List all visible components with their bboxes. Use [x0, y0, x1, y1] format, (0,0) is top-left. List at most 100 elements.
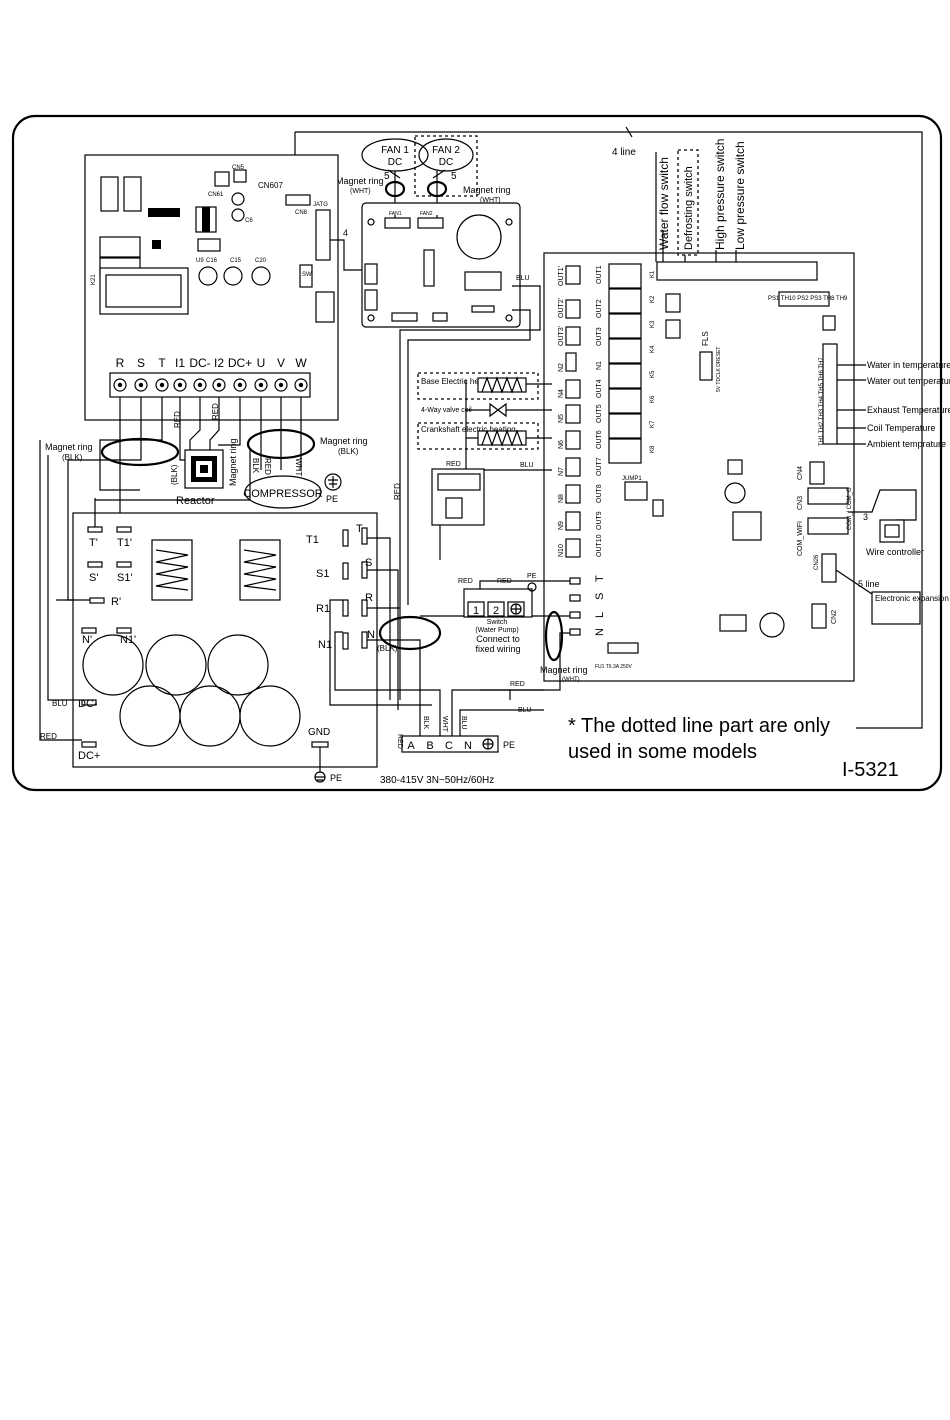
terminal-screw-dot-5 [216, 382, 222, 388]
terminal-screw-8 [274, 378, 288, 392]
svg-text:(BLK): (BLK) [338, 447, 359, 456]
magnet-ring-wht-left: Magnet ring [336, 176, 384, 186]
svg-text:fixed wiring: fixed wiring [475, 644, 520, 654]
svg-text:BLU: BLU [460, 716, 467, 730]
terminal-screw-dot-3 [177, 382, 183, 388]
svg-text:BLK: BLK [422, 716, 429, 730]
fan1: FAN 1 DC 5 [361, 138, 429, 215]
terminal-screw-dot-1 [138, 382, 144, 388]
svg-text:DC-: DC- [189, 356, 210, 370]
svg-text:N4: N4 [558, 389, 565, 398]
svg-text:Defrosting switch: Defrosting switch [683, 166, 695, 250]
terminal-screw-3 [173, 378, 187, 392]
svg-text:T1: T1 [306, 534, 319, 546]
temperature-sensors: Water in temperature Water out temperatu… [837, 360, 950, 449]
svg-text:Ambient temprature: Ambient temprature [867, 439, 946, 449]
svg-text:Switch: Switch [487, 619, 508, 626]
power-terminals: A B C N PE RED BLK WHT BLU 380-415V 3N~5… [380, 716, 515, 786]
svg-text:OUT1': OUT1' [558, 266, 565, 286]
svg-text:N9: N9 [558, 521, 565, 530]
svg-text:N: N [367, 629, 375, 641]
terminal-screw-0 [113, 378, 127, 392]
svg-text:N5: N5 [558, 414, 565, 423]
svg-text:K7: K7 [650, 420, 656, 428]
svg-text:COMPRESSOR: COMPRESSOR [243, 488, 323, 500]
svg-text:FAN1: FAN1 [389, 211, 402, 217]
svg-text:K1: K1 [650, 270, 656, 278]
svg-text:GND: GND [308, 727, 330, 738]
svg-text:(BLK): (BLK) [170, 464, 179, 485]
compressor: COMPRESSOR PE BLK WHT RED [243, 458, 342, 509]
magnet-ring-blk-right [246, 428, 316, 460]
svg-text:K6: K6 [650, 395, 656, 403]
svg-text:(WHT): (WHT) [350, 188, 371, 195]
svg-text:OUT6: OUT6 [596, 430, 603, 449]
svg-text:PE: PE [330, 773, 342, 783]
svg-text:JATG: JATG [313, 202, 328, 208]
svg-text:Crankshaft electric heating: Crankshaft electric heating [421, 425, 516, 434]
svg-text:Water flow switch: Water flow switch [657, 157, 671, 250]
fan-board: FAN1 FAN2 [361, 202, 521, 328]
reactor: (BLK) Reactor [170, 449, 224, 507]
svg-text:(Water Pump): (Water Pump) [475, 627, 518, 634]
svg-text:RED: RED [458, 578, 473, 585]
svg-text:A: A [407, 740, 415, 752]
svg-text:Electronic expansion valve: Electronic expansion valve [875, 594, 950, 603]
svg-text:CN4: CN4 [797, 466, 804, 480]
terminal-screw-1 [134, 378, 148, 392]
svg-text:BLU: BLU [52, 699, 68, 708]
terminal-screw-dot-2 [159, 382, 165, 388]
svg-text:T: T [594, 575, 606, 582]
svg-text:I2: I2 [214, 356, 224, 370]
terminal-screw-2 [155, 378, 169, 392]
svg-text:FU1 T6.3A 250V: FU1 T6.3A 250V [595, 664, 633, 670]
svg-text:OUT3': OUT3' [558, 326, 565, 346]
water-pump-switch: 1 2 RED RED PE Switch (Water Pump) Conne… [431, 468, 537, 654]
svg-text:S1': S1' [117, 572, 133, 584]
ps-labels: PS1 TH10 PS2 PS3 TH8 TH9 [768, 296, 848, 302]
crankshaft-heater: Crankshaft electric heating [417, 422, 552, 450]
svg-text:T1': T1' [117, 537, 132, 549]
svg-text:R: R [365, 592, 373, 604]
svg-text:PE: PE [503, 740, 515, 750]
svg-text:C6: C6 [245, 218, 253, 224]
svg-text:Coil Temperature: Coil Temperature [867, 423, 935, 433]
svg-text:S: S [137, 356, 145, 370]
svg-text:CN8: CN8 [295, 210, 308, 216]
svg-text:WHT: WHT [294, 458, 303, 476]
svg-text:K8: K8 [650, 445, 656, 453]
svg-text:RED: RED [446, 461, 461, 468]
terminal-screw-dot-7 [258, 382, 264, 388]
terminal-screw-dot-6 [237, 382, 243, 388]
svg-text:4: 4 [343, 228, 348, 238]
svg-text:U: U [257, 356, 266, 370]
svg-text:Magnet ring: Magnet ring [540, 665, 588, 675]
svg-text:COM_I COM_O: COM_I COM_O [847, 487, 853, 530]
svg-text:5: 5 [451, 171, 457, 182]
svg-text:I1: I1 [175, 356, 185, 370]
svg-text:S': S' [89, 572, 98, 584]
svg-text:N8: N8 [558, 494, 565, 503]
four-line-label: 4 line [612, 147, 636, 158]
svg-text:K3: K3 [650, 320, 656, 328]
svg-text:DC+: DC+ [78, 750, 100, 762]
svg-text:(WHT): (WHT) [480, 197, 501, 204]
inverter-terminals: R S T I1 DC- I2 DC+ U V W [116, 356, 308, 370]
svg-text:B: B [426, 740, 433, 752]
terminal-screw-dot-8 [278, 382, 284, 388]
svg-text:T': T' [89, 537, 98, 549]
svg-text:R1: R1 [316, 603, 330, 615]
svg-text:C20: C20 [255, 258, 267, 264]
svg-text:FAN 2: FAN 2 [432, 145, 460, 156]
main-board-out-labels: OUT1' OUT1 OUT2' OUT2 OUT3' OUT3 N1 N2 N… [558, 265, 603, 557]
magnet-ring-wht-right: Magnet ring [463, 185, 511, 195]
th-labels: TH1 TH2 TH3 TH4 TH5 TH6 TH7 [819, 357, 825, 446]
svg-text:PE: PE [326, 494, 338, 504]
svg-text:RED: RED [396, 734, 403, 749]
wire-controller: 3 Wire controller [848, 489, 924, 557]
base-electric-heater: Base Electric heater [417, 372, 552, 400]
svg-text:U9: U9 [196, 258, 204, 264]
svg-text:N10: N10 [558, 544, 565, 557]
svg-text:T: T [158, 356, 166, 370]
